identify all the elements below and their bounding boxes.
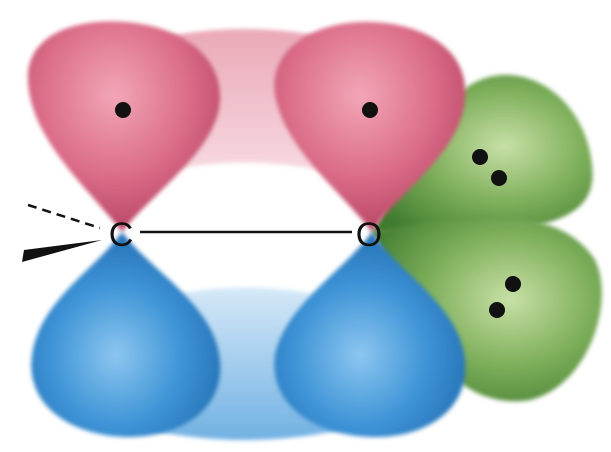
- electron-dot: [115, 102, 131, 118]
- wedge-bond: [22, 240, 102, 262]
- electron-dot: [491, 170, 507, 186]
- electron-dot: [505, 276, 521, 292]
- atom-label-oxygen: O: [356, 216, 382, 254]
- oxygen-lower-lobe: [274, 232, 466, 438]
- lone-pair-lobe-lower: [372, 216, 602, 402]
- carbon-upper-lobe: [27, 21, 221, 232]
- electron-dot: [489, 302, 505, 318]
- oxygen-upper-lobe: [274, 21, 466, 232]
- atom-label-carbon: C: [109, 216, 134, 254]
- dashed-bond: [27, 203, 101, 230]
- electron-dot: [472, 149, 488, 165]
- electron-dot: [362, 102, 378, 118]
- carbon-lower-lobe: [31, 232, 221, 438]
